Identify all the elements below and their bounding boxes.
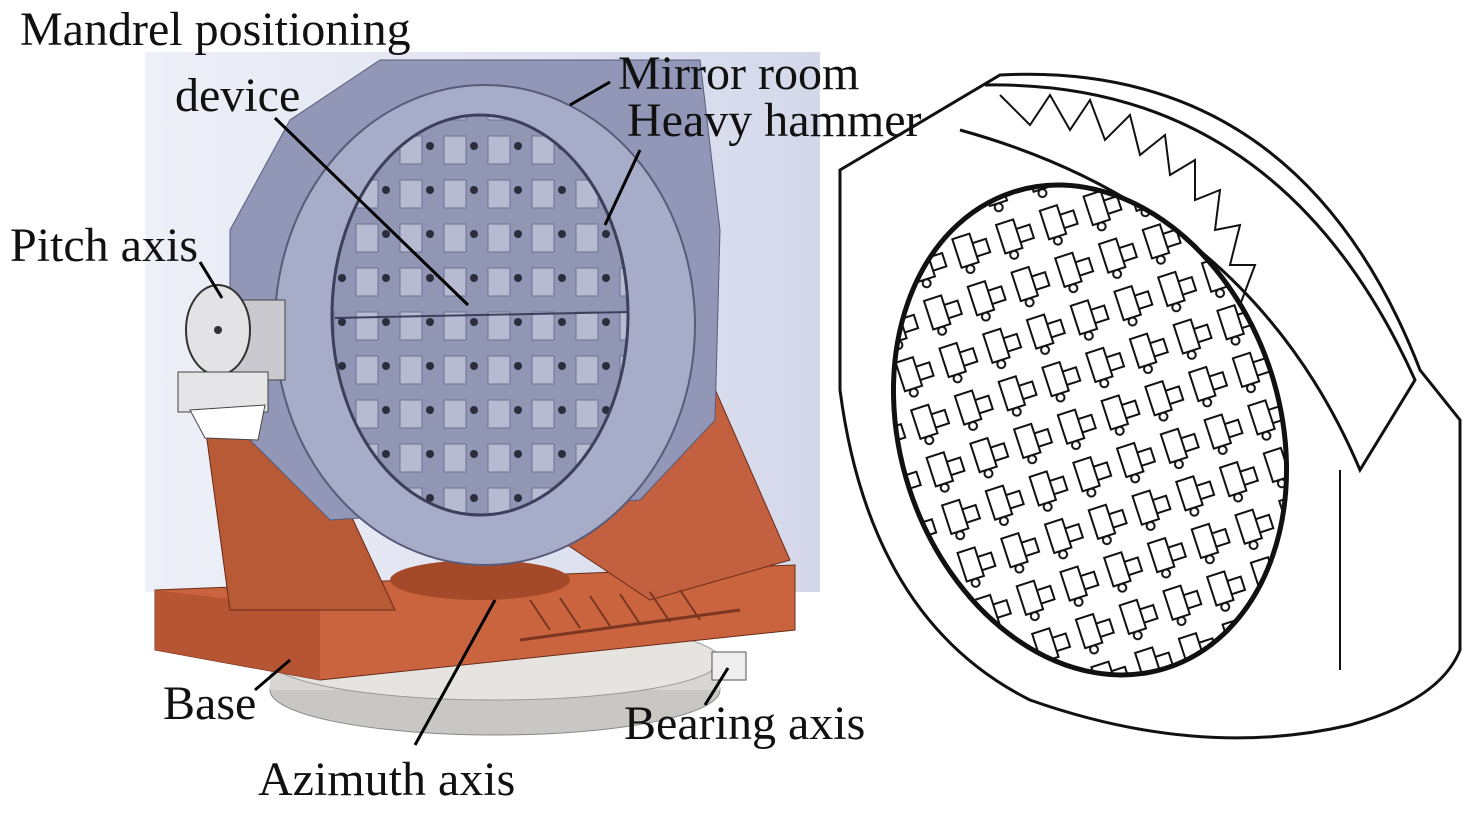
- label-base: Base: [163, 677, 257, 730]
- pitch-axis-assembly: [177, 284, 286, 441]
- line-drawing-mirror-room: [838, 72, 1462, 740]
- label-bearing-axis: Bearing axis: [624, 697, 866, 750]
- label-mandrel-positioning-line2: device: [175, 69, 301, 122]
- base-structure: [154, 354, 796, 681]
- mirror-room: [229, 59, 721, 566]
- label-azimuth-axis: Azimuth axis: [258, 753, 516, 806]
- label-mandrel-positioning-line1: Mandrel positioning: [20, 3, 411, 56]
- label-mirror-room: Mirror room: [618, 47, 860, 100]
- label-heavy-hammer: Heavy hammer: [627, 94, 922, 147]
- leader-lines: [198, 80, 730, 746]
- label-pitch-axis: Pitch axis: [10, 219, 198, 272]
